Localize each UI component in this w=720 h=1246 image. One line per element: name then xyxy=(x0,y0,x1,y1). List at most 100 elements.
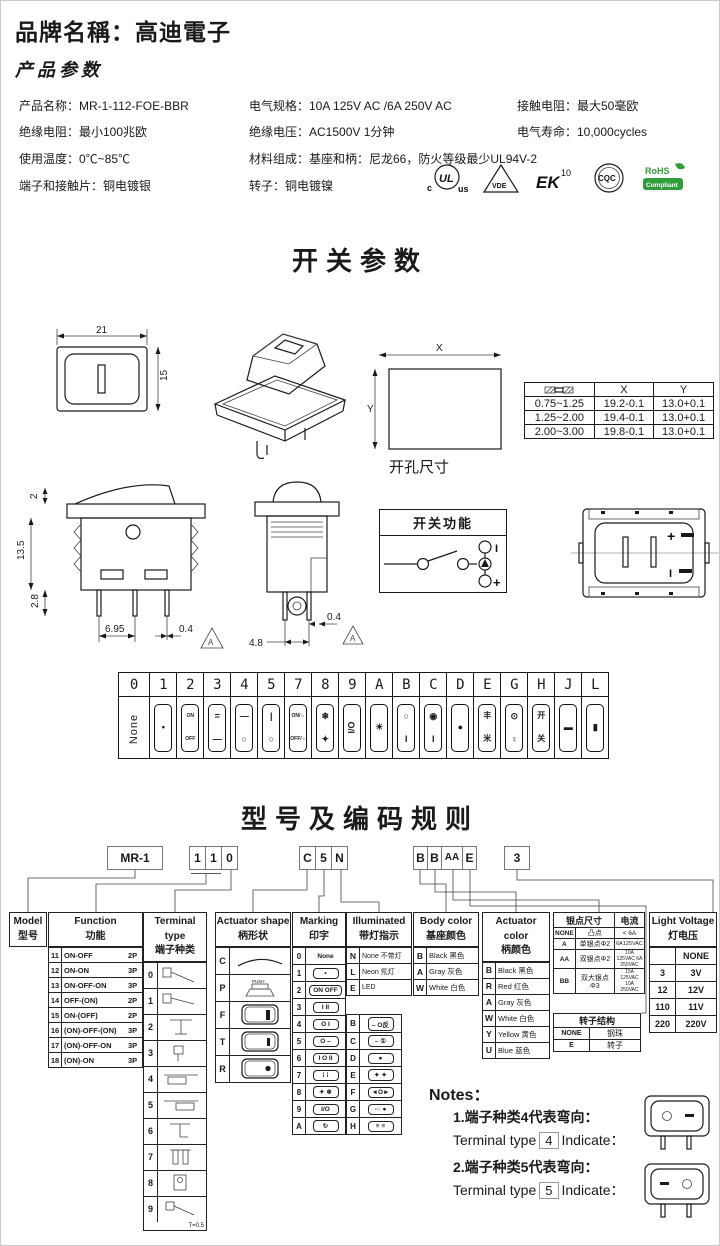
model-label-en: Model xyxy=(13,916,43,927)
end-view-drawing: 4.8 0.4 A xyxy=(249,481,364,649)
note-1-zh: 1.端子种类4代表弯向： xyxy=(453,1109,599,1125)
marking-row: G-○ ● xyxy=(347,1100,401,1117)
brand-title: 品牌名稱：高迪電子 xyxy=(15,19,231,45)
svg-text:UL: UL xyxy=(439,173,454,185)
dim-side-13-5: 13.5 xyxy=(16,540,27,560)
marking-dash-o-icon: —○ xyxy=(235,703,254,752)
marking-row: H≡ ≡ xyxy=(347,1117,401,1134)
terminal-row: 2 xyxy=(144,1013,206,1040)
param-electrical-life: 电气寿命：10,000cycles xyxy=(517,125,648,139)
switch-function-box: 开关功能 I + xyxy=(379,509,507,593)
switch-function-title: 开关功能 xyxy=(380,510,506,536)
dim-end-0-4: 0.4 xyxy=(327,612,341,623)
svg-text:PUSH: PUSH xyxy=(252,979,265,984)
param-contact-resistance: 接触电阻：最大50毫欧 xyxy=(517,99,639,113)
dim-side-2-8: 2.8 xyxy=(30,594,41,608)
terminal-type-6-icon xyxy=(170,1123,190,1138)
terminal-type-0-icon xyxy=(162,967,195,983)
actuator-curved-icon xyxy=(237,958,283,967)
svg-text:Compliant: Compliant xyxy=(646,182,679,189)
marking-strip-header: 0 1 2 3 4 5 7 8 9 A B C D E G H J L xyxy=(117,672,610,697)
actuator-push-icon: PUSH xyxy=(245,979,275,997)
warning-triangle-icon xyxy=(200,627,224,649)
marking-row: 8✦ ❄ xyxy=(293,1083,345,1100)
marking-row: D● xyxy=(347,1049,401,1066)
dim-end-4-8: 4.8 xyxy=(249,638,263,649)
warning-triangle-icon xyxy=(342,625,364,645)
table-row: 0.75~1.25 19.2-0.1 13.0+0.1 xyxy=(524,396,714,411)
marking-panel-right: B– O反 C– ① D● E✦ ✦ F◄O► G-○ ● H≡ ≡ xyxy=(346,1014,402,1135)
svg-text:CQC: CQC xyxy=(598,174,616,183)
note-2-code-box: 5 xyxy=(539,1182,559,1199)
model-panel: Model 型号 xyxy=(9,912,47,947)
silver-point-table: 银点尺寸 电流 NONE 凸点 < 6A A 单银点Φ2 6A125VAC AA… xyxy=(553,912,645,994)
actuator-shape-row: R xyxy=(216,1055,290,1082)
terminal-bend-5-icon xyxy=(644,1163,710,1218)
silver-row: NONE 凸点 < 6A xyxy=(553,927,645,939)
marking-row: 7⁞ ⁞ xyxy=(293,1066,345,1083)
actuator-shape-row: P PUSH xyxy=(216,974,290,1001)
marking-on-off-lamp-icon: ON/☼OFF/☼ xyxy=(289,703,308,752)
terminal-row: 8 xyxy=(144,1169,206,1196)
marking-row: A↻ xyxy=(293,1117,345,1134)
note-2-zh: 2.端子种类5代表弯向： xyxy=(453,1159,599,1175)
function-on-symbol: I xyxy=(495,543,498,555)
rotor-row: NONE 钢珠 xyxy=(553,1027,641,1040)
marking-io-icon: I/O xyxy=(343,703,362,752)
hole-size-table: X Y 0.75~1.25 19.2-0.1 13.0+0.1 1.25~2.0… xyxy=(524,382,714,439)
silver-row: AA 双银点Φ2 10A 125VAC 6A 250VAC xyxy=(553,949,645,969)
marking-none: None xyxy=(128,713,141,744)
circuit-diagram: I + xyxy=(384,540,501,590)
hole-cutout-drawing: X Y xyxy=(367,343,502,450)
dim-hole-y: Y xyxy=(367,404,374,415)
actuator-shape-row: F xyxy=(216,1001,290,1028)
actuator-flat-bar-icon xyxy=(241,1004,279,1025)
note-1-code-box: 4 xyxy=(539,1132,559,1149)
marking-hbar-icon: ▬ xyxy=(559,703,578,752)
front-view-drawing: 21 15 xyxy=(56,325,170,412)
marking-vbar-icon: ▮ xyxy=(586,703,605,752)
code-box-voltage: 3 xyxy=(504,846,530,870)
param-electrical: 电气规格：10A 125V AC /6A 250V AC xyxy=(249,99,452,113)
terminal-type-2-icon xyxy=(170,1019,192,1035)
terminal-row: 5 xyxy=(144,1091,206,1118)
marking-heat-snow-icon: 丰米 xyxy=(478,703,497,752)
svg-text:RoHS: RoHS xyxy=(645,166,670,176)
rotor-structure-table: 转子结构 NONE 钢珠 E 转子 xyxy=(553,1013,641,1052)
voltage-row: NONE xyxy=(650,947,716,964)
marking-row: F◄O► xyxy=(347,1083,401,1100)
silver-row: BB 双大银点Φ3 15A 125VAC 10A 250VAC xyxy=(553,968,645,994)
terminal-row: 9 xyxy=(144,1195,206,1222)
terminal-row: 6 xyxy=(144,1117,206,1144)
dim-side-2: 2 xyxy=(29,493,40,499)
svg-text:c: c xyxy=(427,183,432,193)
param-product-name: 产品名称：MR-1-112-FOE-BBR xyxy=(19,99,189,113)
terminal-row: 4 xyxy=(144,1065,206,1092)
marking-lines-icon: =— xyxy=(208,703,227,752)
param-insulation-voltage: 绝缘电压：AC1500V 1分钟 xyxy=(249,125,395,139)
